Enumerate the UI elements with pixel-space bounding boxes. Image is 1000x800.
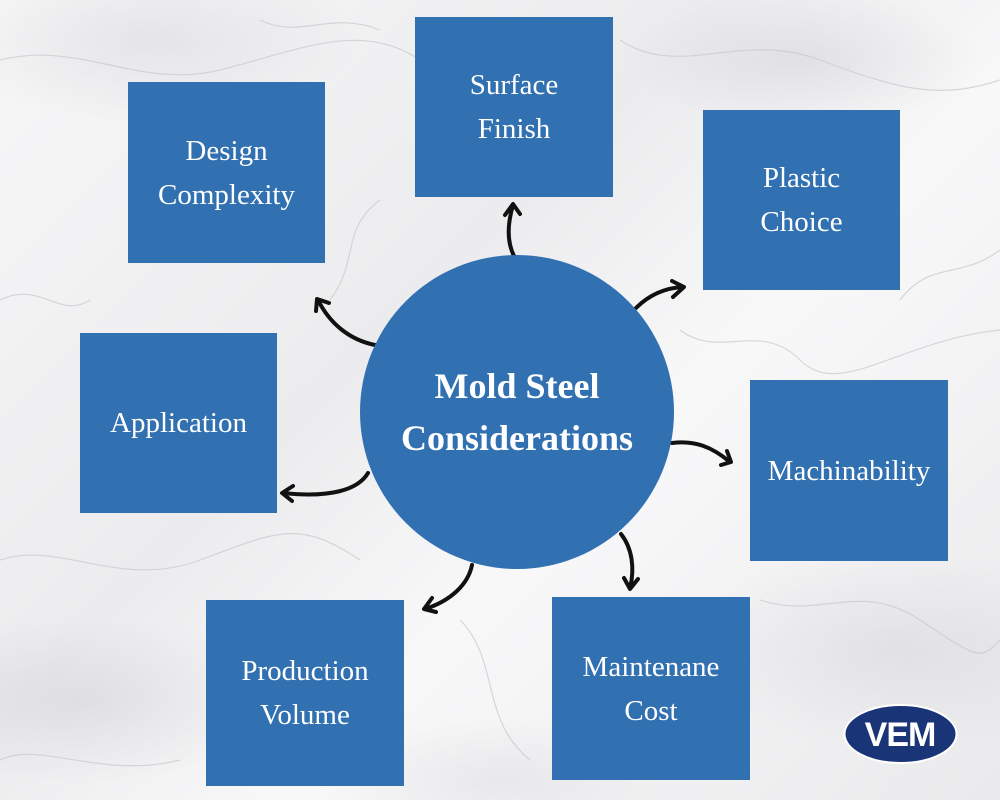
node-label-line1: Application <box>110 407 247 439</box>
node-label-line1: Production <box>241 655 369 687</box>
node-surface-finish: Surface Finish <box>415 17 613 197</box>
center-title-line2: Considerations <box>400 418 634 458</box>
node-label-line1: Plastic <box>762 162 841 194</box>
node-design-complexity: Design Complexity <box>128 82 325 263</box>
center-title-line1: Mold Steel <box>434 366 600 406</box>
node-label-line2: Complexity <box>158 178 295 211</box>
node-machinability: Machinability <box>750 380 948 561</box>
node-maintenance-cost: Maintenane Cost <box>552 597 750 780</box>
logo-text: VEM <box>865 716 936 754</box>
node-label-line1: Machinability <box>767 454 931 487</box>
node-label-line2: Finish <box>477 113 551 145</box>
node-label-line1: Design <box>185 134 268 167</box>
node-plastic-choice: Plastic Choice <box>703 110 900 290</box>
node-label-line1: Surface <box>469 69 559 101</box>
node-production-volume: Production Volume <box>206 600 404 786</box>
vem-logo: VEM <box>843 704 958 764</box>
node-label-line1: Maintenane <box>582 650 720 683</box>
node-application: Application <box>80 333 277 513</box>
node-label-line2: Cost <box>624 694 678 727</box>
center-node: Mold Steel Considerations <box>360 255 674 569</box>
node-label-line2: Volume <box>260 699 350 731</box>
node-label-line2: Choice <box>760 206 843 238</box>
